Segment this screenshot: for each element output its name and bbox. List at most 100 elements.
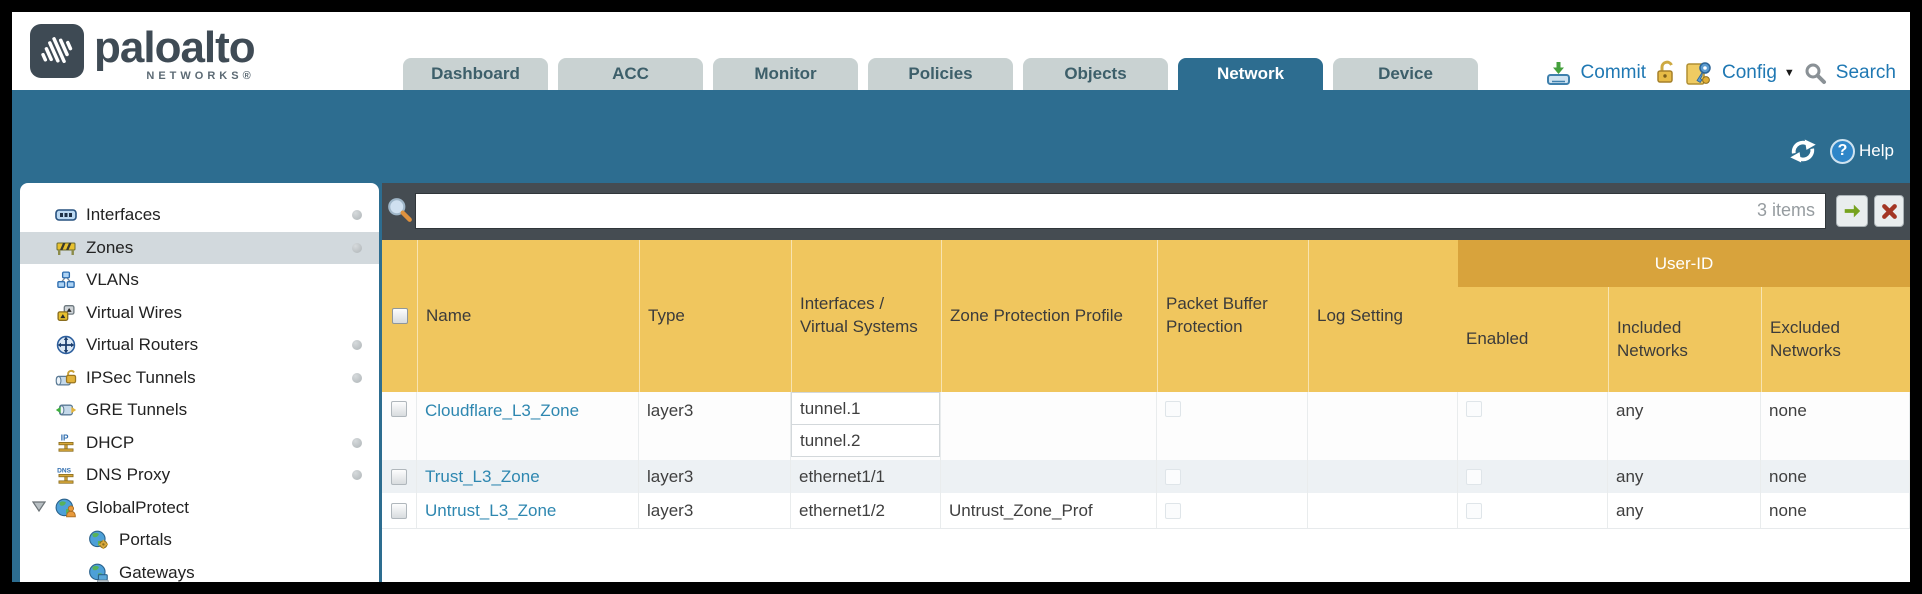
row-checkbox[interactable] (391, 401, 407, 417)
config-menu[interactable]: Config (1721, 62, 1777, 83)
zones-table-body: Cloudflare_L3_Zone layer3 tunnel.1 tunne… (382, 392, 1910, 529)
zones-icon (55, 238, 77, 258)
excluded-networks: none (1761, 460, 1910, 493)
column-header-zone-protection-profile[interactable]: Zone Protection Profile (941, 240, 1157, 392)
log-setting (1308, 392, 1458, 460)
expander-icon[interactable] (32, 500, 46, 513)
column-header-excluded-networks[interactable]: Excluded Networks (1761, 287, 1910, 392)
sidebar-item-label: VLANs (86, 270, 139, 290)
sidebar-item-gateways[interactable]: Gateways (20, 557, 379, 582)
page-toolbar: ? Help (1788, 138, 1894, 164)
zone-protection-profile (941, 460, 1157, 493)
interface-item: tunnel.2 (791, 424, 940, 457)
column-header-interfaces[interactable]: Interfaces / Virtual Systems (791, 240, 941, 392)
tab-objects[interactable]: Objects (1023, 58, 1168, 90)
config-icon[interactable] (1686, 60, 1713, 86)
sidebar-item-ipsec-tunnels[interactable]: IPSec Tunnels (20, 362, 379, 395)
virtual-wires-icon (55, 303, 77, 323)
filter-bar: 3 items (382, 183, 1910, 240)
tab-policies[interactable]: Policies (868, 58, 1013, 90)
help-icon: ? (1830, 138, 1856, 164)
table-row: Cloudflare_L3_Zone layer3 tunnel.1 tunne… (382, 392, 1910, 460)
dhcp-icon: IP (55, 433, 77, 453)
select-all-checkbox[interactable] (391, 308, 408, 324)
filter-search-icon (388, 198, 412, 222)
network-sidebar: Interfaces Zones VLANs Virtual Wires Vir… (20, 183, 379, 582)
log-setting (1308, 493, 1458, 528)
zone-interfaces: tunnel.1 tunnel.2 (791, 392, 941, 460)
included-networks: any (1608, 493, 1761, 528)
sidebar-item-dhcp[interactable]: IP DHCP (20, 427, 379, 460)
user-id-enabled-checkbox[interactable] (1466, 401, 1482, 417)
tab-acc[interactable]: ACC (558, 58, 703, 90)
user-id-enabled-checkbox[interactable] (1466, 468, 1482, 485)
sidebar-item-gre-tunnels[interactable]: GRE Tunnels (20, 394, 379, 427)
help-button[interactable]: ? Help (1830, 138, 1894, 164)
interfaces-icon (55, 205, 77, 225)
sidebar-item-globalprotect[interactable]: GlobalProtect (20, 492, 379, 525)
interface-item: tunnel.1 (791, 392, 940, 425)
refresh-icon[interactable] (1788, 138, 1818, 164)
packet-buffer-protection-checkbox[interactable] (1165, 502, 1181, 519)
brand-name: paloalto (94, 23, 256, 72)
column-header-enabled[interactable]: Enabled (1466, 329, 1529, 349)
commit-icon[interactable] (1546, 61, 1572, 86)
sidebar-item-portals[interactable]: Portals (20, 524, 379, 557)
sidebar-item-virtual-wires[interactable]: Virtual Wires (20, 297, 379, 330)
zone-type: layer3 (639, 460, 791, 493)
sidebar-item-zones[interactable]: Zones (20, 231, 379, 264)
column-header-name[interactable]: Name (417, 240, 639, 392)
tab-monitor[interactable]: Monitor (713, 58, 858, 90)
sidebar-item-virtual-routers[interactable]: Virtual Routers (20, 329, 379, 362)
top-bar: paloalto NETWORKS® Dashboard ACC Monitor… (12, 12, 1910, 90)
column-header-included-networks[interactable]: Included Networks (1608, 287, 1761, 392)
help-label: Help (1859, 141, 1894, 160)
dns-proxy-icon: DNS (55, 465, 77, 485)
paloalto-logo-icon (30, 24, 84, 78)
lock-icon[interactable] (1655, 60, 1677, 86)
brand-subtitle: NETWORKS® (146, 70, 255, 82)
virtual-routers-icon (55, 335, 77, 355)
sidebar-item-label: Interfaces (86, 205, 161, 225)
commit-button[interactable]: Commit (1580, 62, 1646, 83)
tab-dashboard[interactable]: Dashboard (403, 58, 548, 90)
filter-search-input[interactable] (415, 193, 1826, 229)
sidebar-item-dns-proxy[interactable]: DNS DNS Proxy (20, 459, 379, 492)
gateways-icon (88, 563, 110, 582)
clear-filter-button[interactable] (1874, 195, 1904, 227)
tab-network[interactable]: Network (1178, 58, 1323, 90)
packet-buffer-protection-checkbox[interactable] (1165, 401, 1181, 417)
zones-content: 3 items Name Type Interfaces / Virtual S… (382, 183, 1910, 582)
status-dot (352, 242, 362, 253)
globalprotect-icon (55, 498, 77, 518)
search-button[interactable]: Search (1835, 62, 1896, 83)
row-checkbox[interactable] (391, 468, 407, 485)
vlans-icon (55, 270, 77, 290)
red-x-icon (1881, 203, 1897, 219)
column-header-log-setting[interactable]: Log Setting (1308, 240, 1458, 392)
zone-type: layer3 (639, 392, 791, 460)
tab-device[interactable]: Device (1333, 58, 1478, 90)
zones-table-header: Name Type Interfaces / Virtual Systems Z… (382, 240, 1910, 392)
user-id-enabled-checkbox[interactable] (1466, 502, 1482, 519)
zone-protection-profile (941, 392, 1157, 460)
zone-name-link[interactable]: Cloudflare_L3_Zone (425, 401, 580, 420)
table-row: Untrust_L3_Zone layer3 ethernet1/2 Untru… (382, 493, 1910, 529)
search-icon[interactable] (1804, 62, 1827, 85)
column-header-packet-buffer-protection[interactable]: Packet Buffer Protection (1157, 240, 1308, 392)
sidebar-item-interfaces[interactable]: Interfaces (20, 199, 379, 232)
row-checkbox[interactable] (391, 502, 407, 519)
zone-protection-profile: Untrust_Zone_Prof (941, 493, 1157, 528)
config-caret-icon[interactable]: ▼ (1783, 67, 1795, 79)
zone-type: layer3 (639, 493, 791, 528)
sidebar-item-vlans[interactable]: VLANs (20, 264, 379, 297)
column-header-type[interactable]: Type (639, 240, 791, 392)
zone-name-link[interactable]: Untrust_L3_Zone (425, 500, 557, 520)
zone-name-link[interactable]: Trust_L3_Zone (425, 466, 540, 486)
ipsec-tunnels-icon (55, 368, 77, 388)
packet-buffer-protection-checkbox[interactable] (1165, 468, 1181, 485)
apply-filter-button[interactable] (1836, 195, 1868, 227)
excluded-networks: none (1761, 392, 1910, 460)
items-count: 3 items (1756, 200, 1815, 220)
